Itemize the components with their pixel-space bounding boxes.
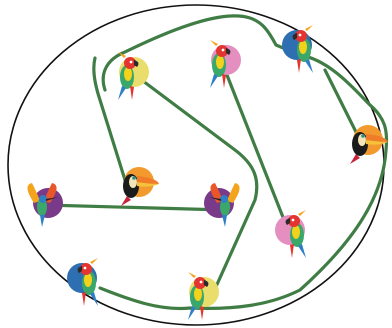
parrot-icon <box>282 25 313 73</box>
hummingbird-icon <box>27 183 63 227</box>
parrot-icon <box>188 272 219 320</box>
parrot-icon <box>67 258 98 306</box>
boundary-ellipse <box>8 5 384 325</box>
parrot-icon <box>118 52 149 100</box>
hummingbird-icon <box>204 183 240 227</box>
parrot-icon <box>210 40 241 88</box>
toucan-icon <box>121 167 159 206</box>
parrot-icon <box>275 210 306 258</box>
